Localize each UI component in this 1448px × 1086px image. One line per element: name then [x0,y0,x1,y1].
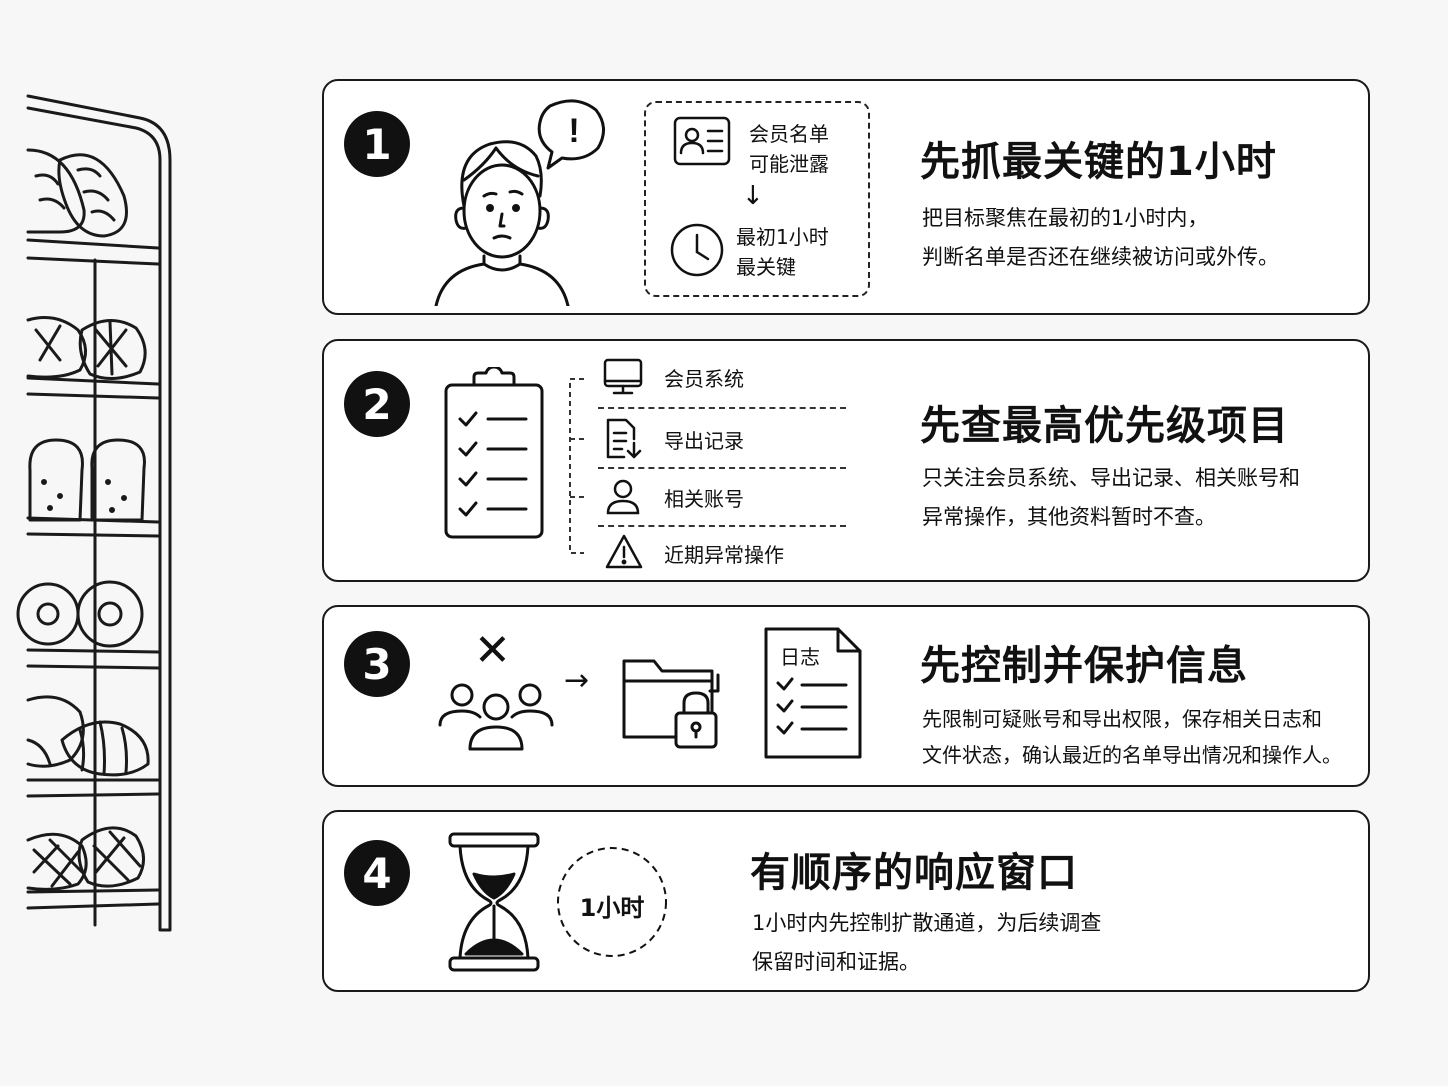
clock-icon [670,223,724,277]
cross-icon: ✕ [474,625,511,676]
speech-exclamation: ! [568,112,579,150]
step-desc-4: 1小时内先控制扩散通道，为后续调查 保留时间和证据。 [752,911,1102,974]
step-title-1: 先抓最关键的1小时 [920,139,1277,185]
step-number-1: 1 [344,111,410,177]
step-desc-1: 把目标聚焦在最初的1小时内， 判断名单是否还在继续被访问或外传。 [922,206,1279,269]
box-bottom-text: 最初1小时 最关键 [736,225,829,279]
priority-item-1: 会员系统 [664,367,744,391]
step-title-3: 先控制并保护信息 [920,643,1248,689]
step-card-3: 3 ✕ → 日志 先控制并保护信息 先限制可疑账号和导出权限，保存相关日志 [322,605,1370,787]
step-number-3: 3 [344,631,410,697]
monitor-icon [603,358,643,395]
box-top-text: 会员名单 可能泄露 [749,122,829,176]
down-arrow: ↓ [742,181,764,211]
log-document-icon [764,627,862,759]
log-label: 日志 [780,645,820,669]
one-hour-badge [557,847,667,957]
step-desc-3: 先限制可疑账号和导出权限，保存相关日志和 文件状态，确认最近的名单导出情况和操作… [922,707,1342,767]
leak-info-box [644,101,870,297]
step-card-2: 2 会员系统 导出记录 [322,339,1370,582]
priority-item-2: 导出记录 [664,429,744,453]
step-card-4: 4 1小时 有顺序的响应窗口 1小时内先控制扩散通道，为后续调查 保留时间和证据… [322,810,1370,992]
worried-person-icon: ! [434,99,605,306]
user-group-icon [438,683,554,751]
one-hour-label: 1小时 [579,894,645,922]
export-document-icon [606,418,642,459]
bread-shelf-illustration [16,94,172,932]
priority-item-4: 近期异常操作 [664,543,784,567]
right-arrow: → [564,663,590,698]
member-card-icon [673,116,731,166]
hourglass-icon [448,832,540,972]
step-number-2: 2 [344,371,410,437]
step-title-4: 有顺序的响应窗口 [750,850,1078,896]
step-number-4: 4 [344,840,410,906]
step-card-1: 1 ! [322,79,1370,315]
item-divider [598,467,846,469]
clipboard-checklist-icon [444,367,544,539]
list-connector-bracket [569,378,584,554]
priority-item-3: 相关账号 [664,487,744,511]
step-desc-2: 只关注会员系统、导出记录、相关账号和 异常操作，其他资料暂时不查。 [922,466,1300,529]
step-title-2: 先查最高优先级项目 [920,403,1289,449]
warning-icon [605,534,643,569]
item-divider [598,525,846,527]
user-account-icon [606,479,640,515]
locked-folder-icon [622,659,720,749]
item-divider [598,407,846,409]
